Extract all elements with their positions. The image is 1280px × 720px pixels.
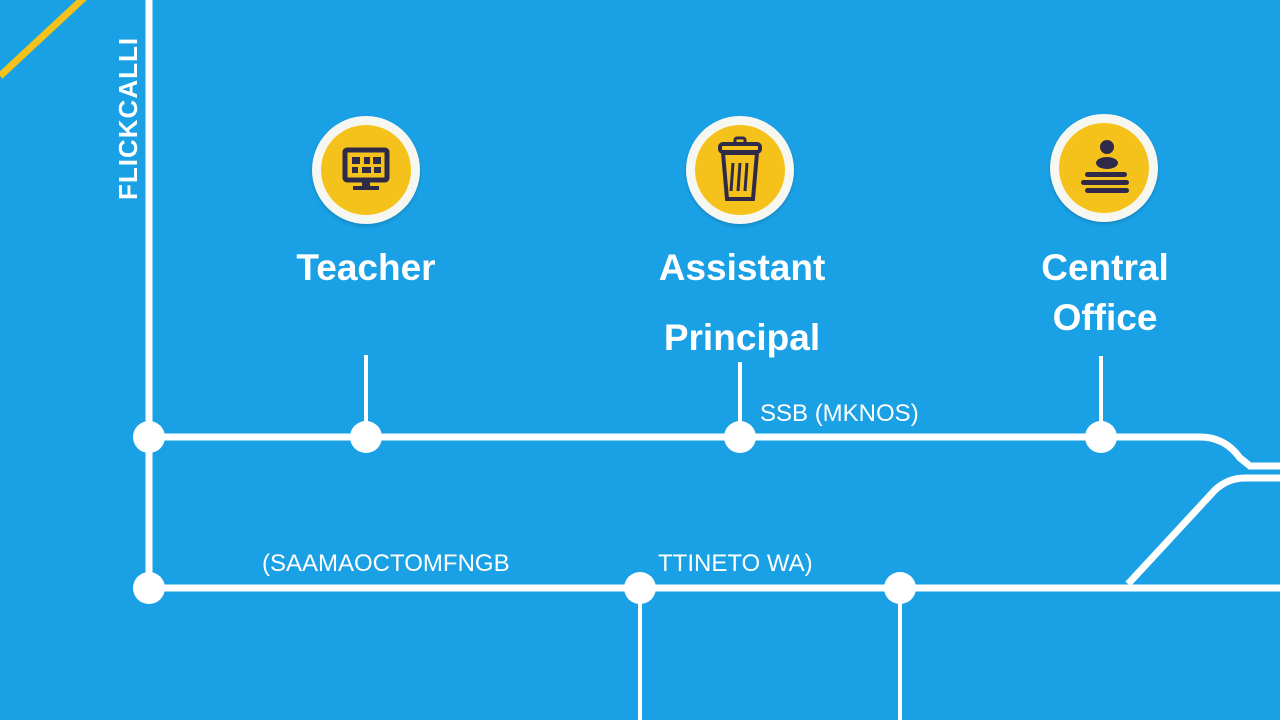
diagonal-connector: [1125, 474, 1280, 587]
station-node: [884, 572, 916, 604]
role-label-central-office: Central Office: [995, 243, 1215, 343]
lower-line-label-left: (SAAMAOCTOMFNGB: [262, 550, 510, 577]
central-office-badge: [1050, 114, 1158, 222]
monitor-icon: [342, 147, 390, 190]
corner-stripe: [0, 0, 87, 79]
role-label-line: Teacher: [296, 247, 436, 288]
role-label-line: Central: [1041, 247, 1169, 288]
station-node: [350, 421, 382, 453]
role-label-line: Office: [1052, 297, 1158, 338]
role-label-line: Assistant: [658, 247, 826, 288]
assistant-principal-badge: [686, 116, 794, 224]
person-stack-icon: [1081, 140, 1129, 193]
trash-bin-icon: [718, 136, 762, 201]
station-node: [624, 572, 656, 604]
lower-line-label-right: TTINETO WA): [658, 550, 813, 577]
station-node: [724, 421, 756, 453]
teacher-badge: [312, 116, 420, 224]
upper-line: [149, 433, 1280, 470]
side-label: FLICKCALLI: [113, 36, 143, 200]
role-label-line: Principal: [663, 317, 821, 358]
station-node: [133, 421, 165, 453]
upper-line-label: SSB (MKNOS): [760, 400, 919, 427]
station-node: [1085, 421, 1117, 453]
station-node: [133, 572, 165, 604]
role-label-teacher: Teacher: [266, 243, 466, 293]
role-label-assistant-principal: Assistant Principal: [622, 243, 862, 363]
